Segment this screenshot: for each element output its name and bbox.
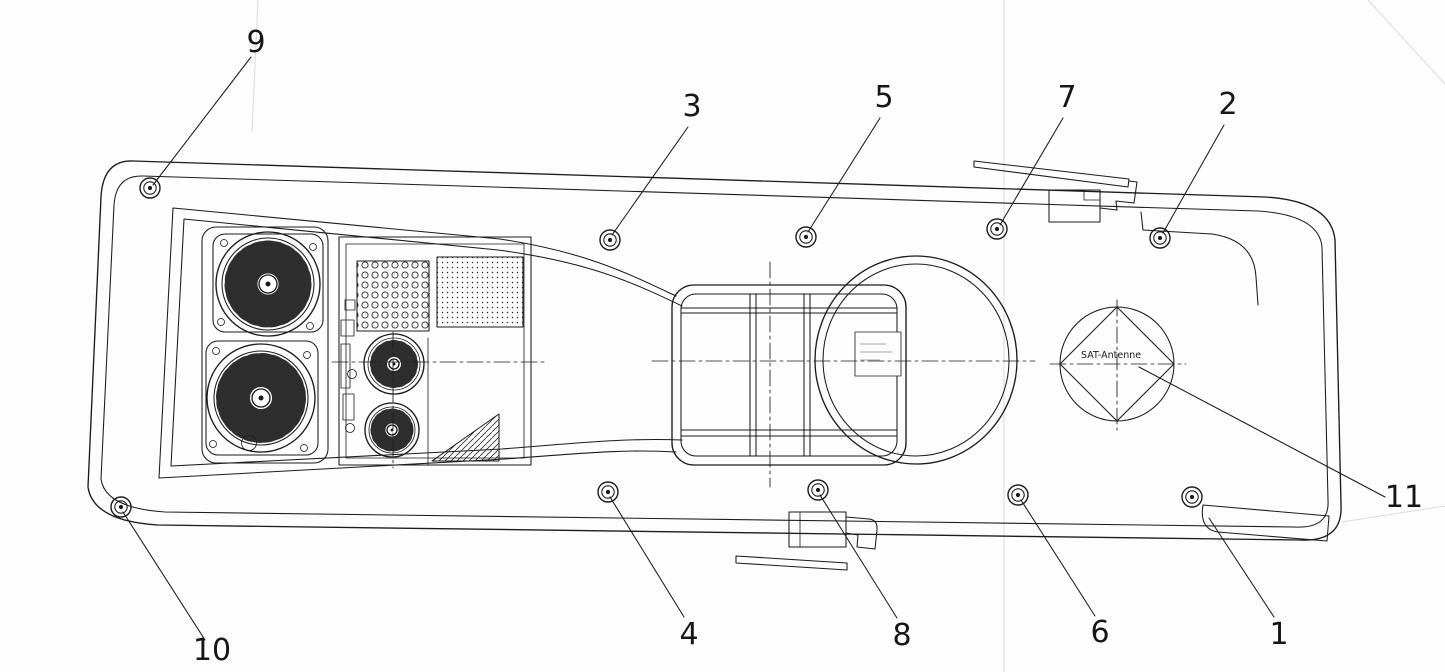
callout-6-label: 6 bbox=[1090, 615, 1109, 650]
leader-line-9 bbox=[152, 56, 252, 186]
callout-4-label: 4 bbox=[679, 617, 698, 652]
callout-10-label: 10 bbox=[193, 633, 231, 668]
callout-3-label: 3 bbox=[682, 89, 701, 124]
perforated-grille bbox=[356, 260, 430, 332]
leader-line-6 bbox=[1020, 499, 1096, 617]
fasteners bbox=[110, 177, 1203, 518]
callout-2-label: 2 bbox=[1218, 87, 1237, 122]
spec-label-plate bbox=[854, 331, 902, 377]
fastener-icon bbox=[1007, 484, 1029, 506]
fastener-icon bbox=[139, 177, 161, 199]
leader-line-3 bbox=[611, 126, 689, 236]
callout-5-label: 5 bbox=[874, 80, 893, 115]
leader-line-2 bbox=[1162, 124, 1225, 234]
leader-line-5 bbox=[807, 117, 881, 233]
sat-antenna-label: SAT-Antenne bbox=[1081, 350, 1141, 361]
leader-line-11 bbox=[1138, 366, 1386, 498]
step-bracket-bottom bbox=[735, 511, 878, 571]
leader-line-4 bbox=[609, 496, 685, 618]
mesh-grille bbox=[436, 256, 524, 328]
scan-crease-lines bbox=[251, 0, 1445, 672]
fastener-icon bbox=[597, 481, 619, 503]
fastener-icon bbox=[807, 479, 829, 501]
fastener-icon bbox=[795, 226, 817, 248]
centerlines bbox=[331, 261, 1187, 488]
dome-skylight bbox=[814, 255, 1018, 465]
roof-inner-outline bbox=[100, 175, 1330, 542]
connector-fittings bbox=[340, 299, 357, 433]
hatched-wedge bbox=[431, 413, 500, 462]
roof-edge-step bbox=[1140, 211, 1259, 306]
callout-numbers: 9 3 5 7 2 10 4 8 6 1 11 bbox=[193, 25, 1423, 668]
ac-unit-box bbox=[338, 236, 532, 466]
roof-edge-trim-strip bbox=[1201, 504, 1330, 542]
callout-1-label: 1 bbox=[1269, 617, 1288, 652]
leader-line-1 bbox=[1208, 517, 1275, 618]
condenser-fan-pack bbox=[201, 226, 329, 464]
condenser-fan-2-icon bbox=[206, 343, 316, 453]
fan-mounting-bolts bbox=[209, 239, 317, 452]
leader-line-8 bbox=[819, 494, 898, 619]
blower-fan-2-icon bbox=[364, 402, 420, 458]
fastener-icon bbox=[599, 229, 621, 251]
roof-outer-outline bbox=[87, 160, 1342, 541]
callout-7-label: 7 bbox=[1057, 80, 1076, 115]
fastener-icon bbox=[110, 496, 132, 518]
leader-lines bbox=[122, 56, 1386, 641]
roof-hatch-frame bbox=[671, 284, 907, 466]
condenser-fan-1-icon bbox=[215, 231, 321, 337]
blower-fan-1-icon bbox=[363, 333, 425, 395]
fastener-icon bbox=[1181, 486, 1203, 508]
callout-8-label: 8 bbox=[892, 618, 911, 653]
callout-11-label: 11 bbox=[1385, 480, 1423, 515]
equipment-bay-outline bbox=[158, 207, 683, 479]
callout-9-label: 9 bbox=[246, 25, 265, 60]
leader-line-10 bbox=[122, 511, 206, 641]
roof-rail-bracket-top bbox=[973, 160, 1138, 223]
leader-line-7 bbox=[999, 117, 1064, 226]
